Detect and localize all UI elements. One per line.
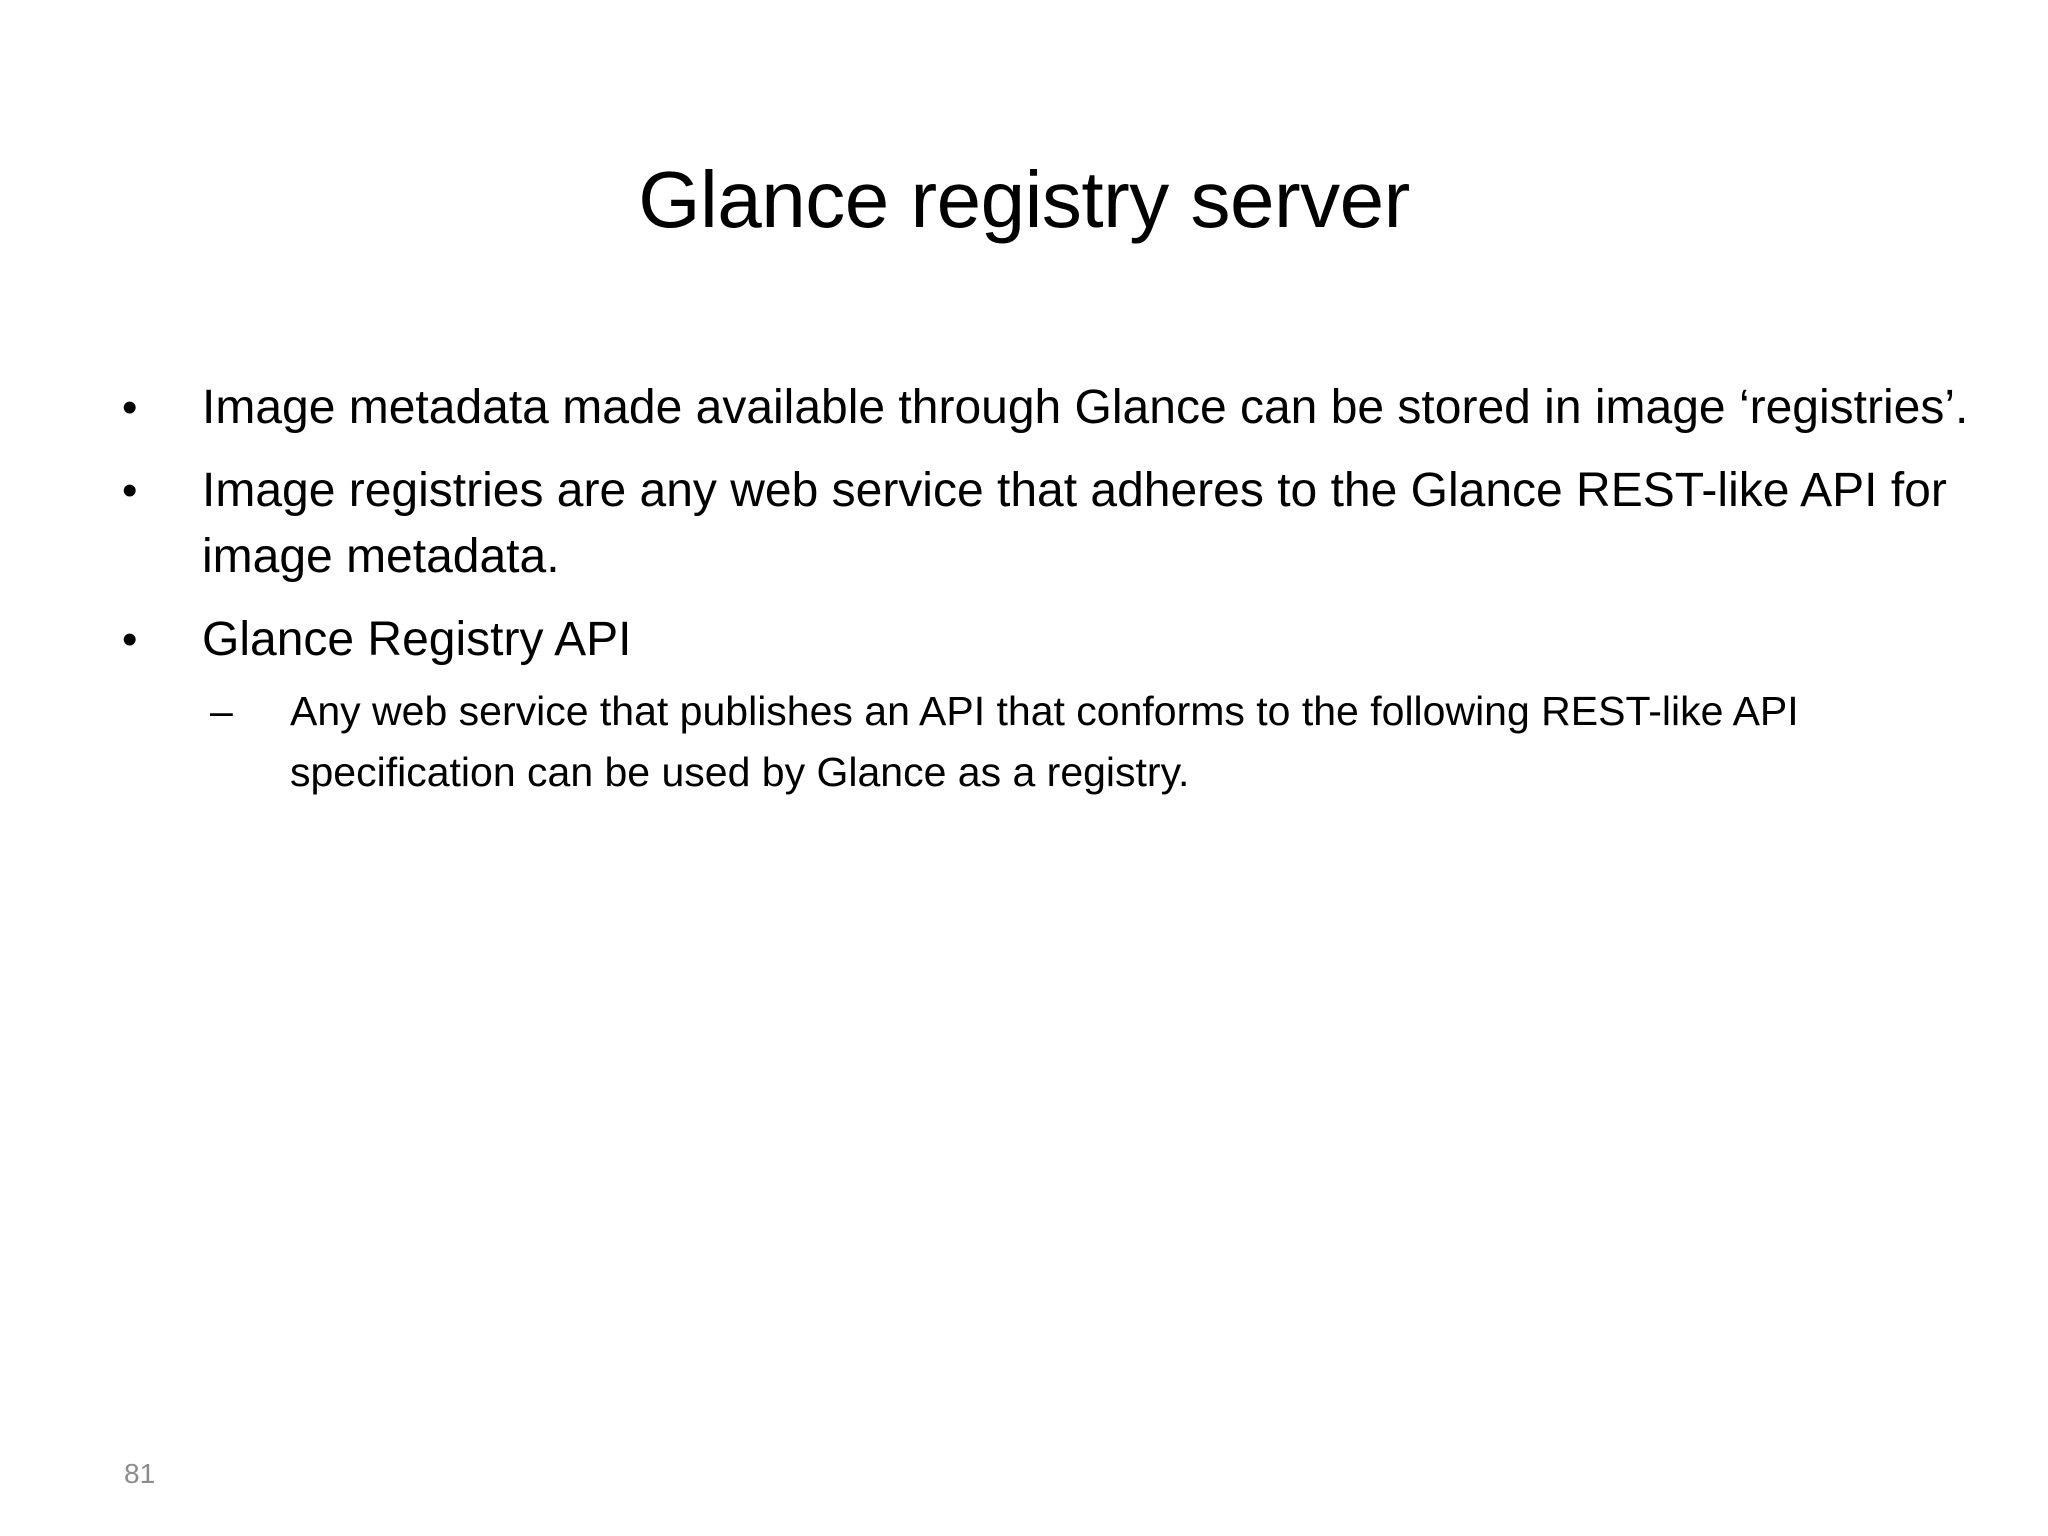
bullet-item: • Image metadata made available through … [120,375,1970,441]
bullet-list: • Image metadata made available through … [120,375,1970,820]
bullet-marker: • [122,383,138,432]
slide-title: Glance registry server [638,155,1410,244]
bullet-text: Glance Registry API [202,613,632,666]
sub-bullet-text: Any web service that publishes an API th… [290,688,1799,795]
sub-bullet-list: – Any web service that publishes an API … [202,681,1970,803]
bullet-marker: • [122,615,138,664]
bullet-item: • Glance Registry API – Any web service … [120,607,1970,803]
page-number: 81 [124,1458,156,1489]
bullet-text: Image registries are any web service tha… [202,464,1947,583]
bullet-text: Image metadata made available through Gl… [202,381,1969,434]
bullet-item: • Image registries are any web service t… [120,458,1970,590]
sub-bullet-item: – Any web service that publishes an API … [202,681,1970,803]
sub-bullet-marker: – [210,688,233,734]
bullet-marker: • [122,466,138,515]
